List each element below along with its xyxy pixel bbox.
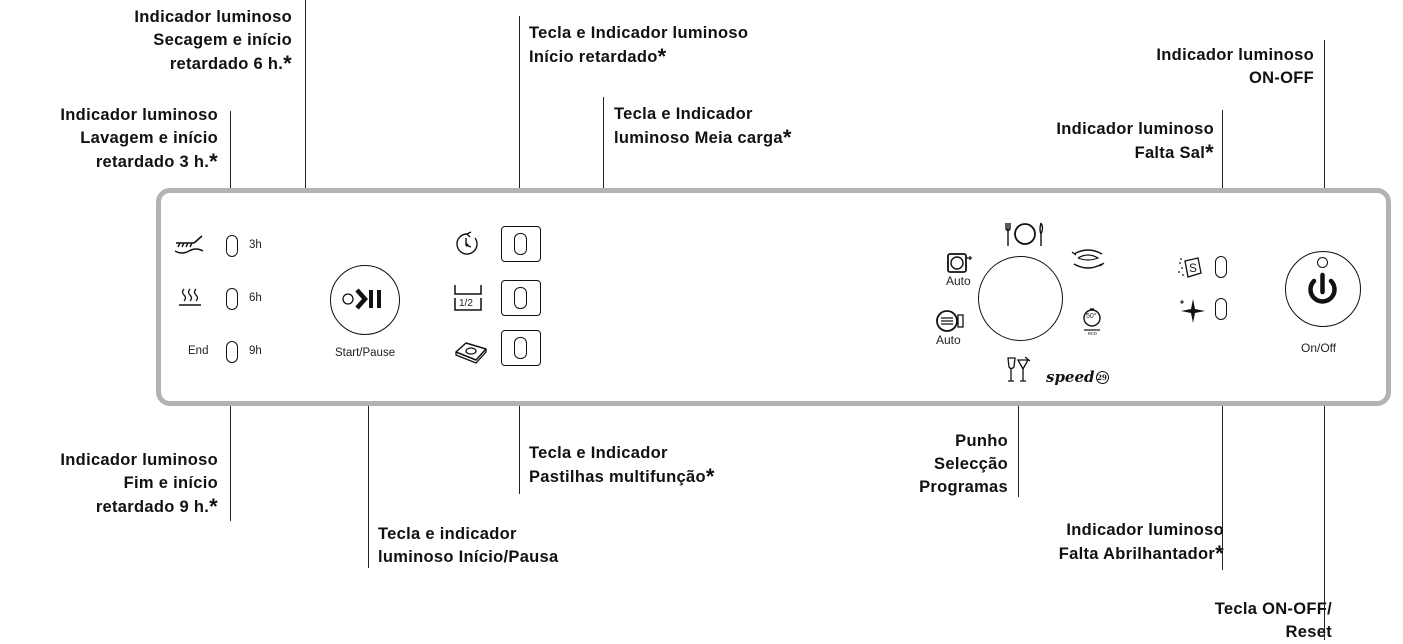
eco-sub-label: eco <box>1088 331 1097 337</box>
power-icon <box>1308 272 1337 304</box>
start-pause-button[interactable] <box>330 265 400 335</box>
wash-icon <box>174 235 204 254</box>
half-load-button[interactable] <box>501 280 541 316</box>
callout-half-load: Tecla e Indicador luminoso Meia carga* <box>614 105 792 150</box>
leader-end-9h <box>230 364 232 521</box>
leader-start-pause <box>368 360 370 568</box>
auto-label-1: Auto <box>946 274 971 288</box>
tablet-icon <box>455 342 487 364</box>
glass-icon <box>1007 356 1031 382</box>
half-load-led <box>514 287 527 309</box>
leader-on-off-indicator <box>1324 40 1326 253</box>
leader-salt <box>1222 110 1224 246</box>
led-9h-label: 9h <box>249 345 262 357</box>
callout-end-9h: Indicador luminoso Fim e início retardad… <box>60 451 218 519</box>
callout-delayed-start: Tecla e Indicador luminoso Início retard… <box>529 24 749 69</box>
led-3h <box>226 235 238 257</box>
eco-icon <box>1083 308 1101 331</box>
salt-led <box>1215 256 1227 278</box>
leader-on-off-key <box>1324 360 1326 640</box>
callout-on-off-indicator: Indicador luminoso ON-OFF <box>1156 46 1314 87</box>
led-6h-label: 6h <box>249 292 262 304</box>
auto-pot-icon <box>947 253 972 273</box>
cutlery-plate-icon <box>1005 222 1044 246</box>
callout-multi-tablets: Tecla e Indicador Pastilhas multifunção* <box>529 444 715 489</box>
led-3h-label: 3h <box>249 239 262 251</box>
multi-tablets-led <box>514 337 527 359</box>
delayed-start-button[interactable] <box>501 226 541 262</box>
speed-label: speed <box>1046 368 1095 386</box>
delayed-start-led <box>514 233 527 255</box>
leader-drying-6h <box>305 0 307 300</box>
callout-wash-3h: Indicador luminoso Lavagem e início reta… <box>60 106 218 174</box>
mixed-wash-icon <box>1071 249 1105 269</box>
callout-rinse-aid: Indicador luminoso Falta Abrilhantador* <box>1058 521 1224 566</box>
led-6h <box>226 288 238 310</box>
callout-salt: Indicador luminoso Falta Sal* <box>1056 120 1214 165</box>
delay-clock-icon <box>456 231 478 255</box>
play-pause-icon <box>342 288 381 310</box>
rinse-aid-led <box>1215 298 1227 320</box>
callout-on-off-key: Tecla ON-OFF/ Reset <box>1214 600 1332 641</box>
on-off-label: On/Off <box>1301 341 1337 355</box>
led-9h <box>226 341 238 363</box>
leader-multi-tablets <box>519 362 521 494</box>
callout-program-knob: Punho Selecção Programas <box>919 432 1008 496</box>
rinse-aid-icon <box>1180 299 1205 323</box>
salt-symbol: S <box>1189 261 1198 275</box>
salt-icon <box>1178 257 1202 278</box>
end-label: End <box>188 345 209 357</box>
callout-start-pause: Tecla e indicador luminoso Início/Pausa <box>378 525 559 566</box>
on-off-led <box>1317 257 1328 268</box>
auto-label-2: Auto <box>936 333 961 347</box>
half-load-icon <box>454 285 482 311</box>
program-knob[interactable] <box>978 256 1063 341</box>
callout-drying-6h: Indicador luminoso Secagem e início reta… <box>134 8 292 76</box>
drying-icon <box>179 288 201 306</box>
on-off-button[interactable] <box>1285 251 1361 327</box>
speed-number: 29 <box>1095 371 1109 384</box>
eco-label: 50° <box>1086 313 1097 320</box>
multi-tablets-button[interactable] <box>501 330 541 366</box>
start-pause-label: Start/Pause <box>335 347 396 359</box>
leader-delayed-start <box>519 16 521 233</box>
auto-casserole-icon <box>936 310 964 332</box>
leader-rinse-aid <box>1222 323 1224 570</box>
half-load-label: 1/2 <box>459 298 473 309</box>
leader-wash-3h <box>230 111 232 236</box>
